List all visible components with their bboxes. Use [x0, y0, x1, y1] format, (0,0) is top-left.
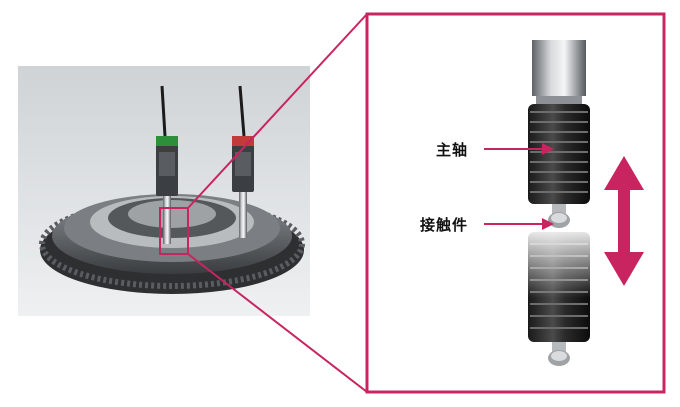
- sensor-probe-right: [232, 136, 254, 238]
- zoom-source-box: [159, 207, 189, 255]
- spindle-bellows: [528, 104, 590, 204]
- gear-ring: [39, 194, 305, 294]
- double-arrow-vertical-icon: [604, 156, 644, 286]
- probe-shaft: [532, 40, 586, 96]
- spindle-label: 主轴: [436, 141, 469, 159]
- sensor-probe-left: [156, 136, 178, 244]
- sensor-cable-right: [238, 85, 246, 137]
- zoomed-probe: [526, 40, 592, 366]
- probe-extended-ghost: [526, 228, 592, 366]
- sensor-cable-left: [160, 85, 167, 137]
- zoom-detail-frame: [365, 12, 666, 394]
- zoom-connector-top: [187, 13, 368, 209]
- contact-leader: [484, 218, 554, 230]
- zoom-connector-bottom: [187, 253, 368, 393]
- spindle-leader: [484, 143, 554, 155]
- contact-label: 接触件: [420, 216, 469, 234]
- product-photo: [18, 66, 310, 316]
